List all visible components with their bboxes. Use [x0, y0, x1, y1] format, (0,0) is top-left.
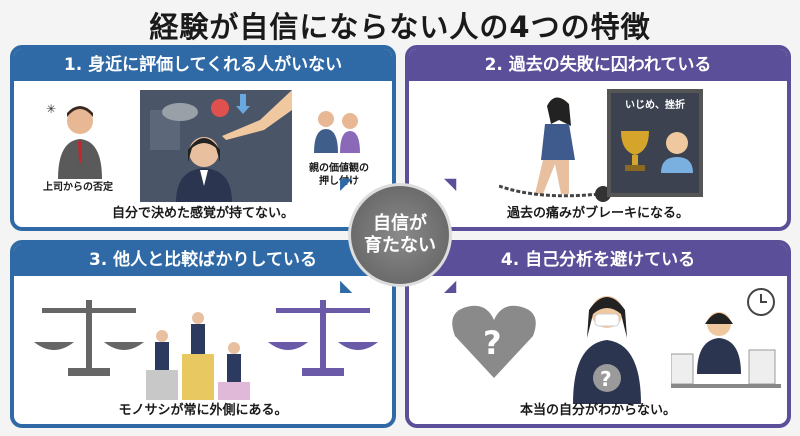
boss-denial-label: 上司からの否定 [43, 182, 113, 193]
panel-caption: モノサシが常に外側にある。 [118, 403, 288, 418]
panel-comparison: 3. 他人と比較ばかりしている モノサシが常に外側にある。 [10, 240, 396, 428]
svg-text:?: ? [600, 367, 612, 391]
chained-woman-illustration [499, 97, 611, 202]
podium-illustration [146, 312, 250, 400]
panel-no-evaluator: 1. 身近に評価してくれる人がいない ✳ 上司からの否定 親の価値観の押し付け … [10, 45, 396, 231]
purple-scale-icon [268, 300, 378, 376]
panel-header: 3. 他人と比較ばかりしている [14, 244, 392, 276]
center-line1: 自信が [373, 212, 427, 234]
arrow-down-right-icon: ◢ [444, 276, 457, 295]
parents-illustration [314, 111, 360, 153]
panel-caption: 本当の自分がわからない。 [519, 403, 676, 418]
past-memory-frame: いじめ、挫折 [607, 89, 703, 197]
panel-header: 1. 身近に評価してくれる人がいない [14, 49, 392, 81]
crying-child-icon [661, 132, 693, 173]
panel-header: 4. 自己分析を避けている [409, 244, 787, 276]
parents-values-line1: 親の価値観の [309, 163, 369, 174]
desk-worker-illustration [671, 288, 781, 388]
arrow-up-right-icon: ◥ [444, 174, 457, 193]
center-line2: 育たない [364, 235, 436, 256]
center-badge: 自信が育たない [348, 183, 452, 287]
panel-caption: 過去の痛みがブレーキになる。 [506, 206, 689, 221]
panel-caption: 自分で決めた感覚が持てない。 [111, 206, 294, 221]
arrow-up-left-icon: ◤ [340, 174, 353, 193]
panel-self-analysis: 4. 自己分析を避けている ? ? 本当の自分がわからない。 [405, 240, 791, 428]
panel-header: 2. 過去の失敗に囚われている [409, 49, 787, 81]
page-title: 経験が自信にならない人の4つの特徴 [149, 10, 651, 44]
gray-scale-icon [34, 300, 144, 376]
broken-trophy-icon [621, 131, 649, 171]
boss-illustration: ✳ [46, 102, 102, 179]
svg-text:✳: ✳ [46, 102, 56, 116]
bullying-setback-label: いじめ、挫折 [625, 100, 685, 111]
svg-text:?: ? [483, 324, 502, 362]
arrow-down-left-icon: ◣ [340, 276, 353, 295]
masked-woman-illustration: ? [573, 296, 641, 404]
parents-values-label: 親の価値観の押し付け [296, 162, 382, 188]
office-scene-illustration [140, 90, 292, 202]
question-heart-icon: ? [452, 305, 536, 378]
panel-past-failures: いじめ、挫折 2. 過去の失敗に囚われている 過去の痛みがブレーキになる。 [405, 45, 791, 231]
parents-values-line2: 押し付け [319, 176, 359, 187]
